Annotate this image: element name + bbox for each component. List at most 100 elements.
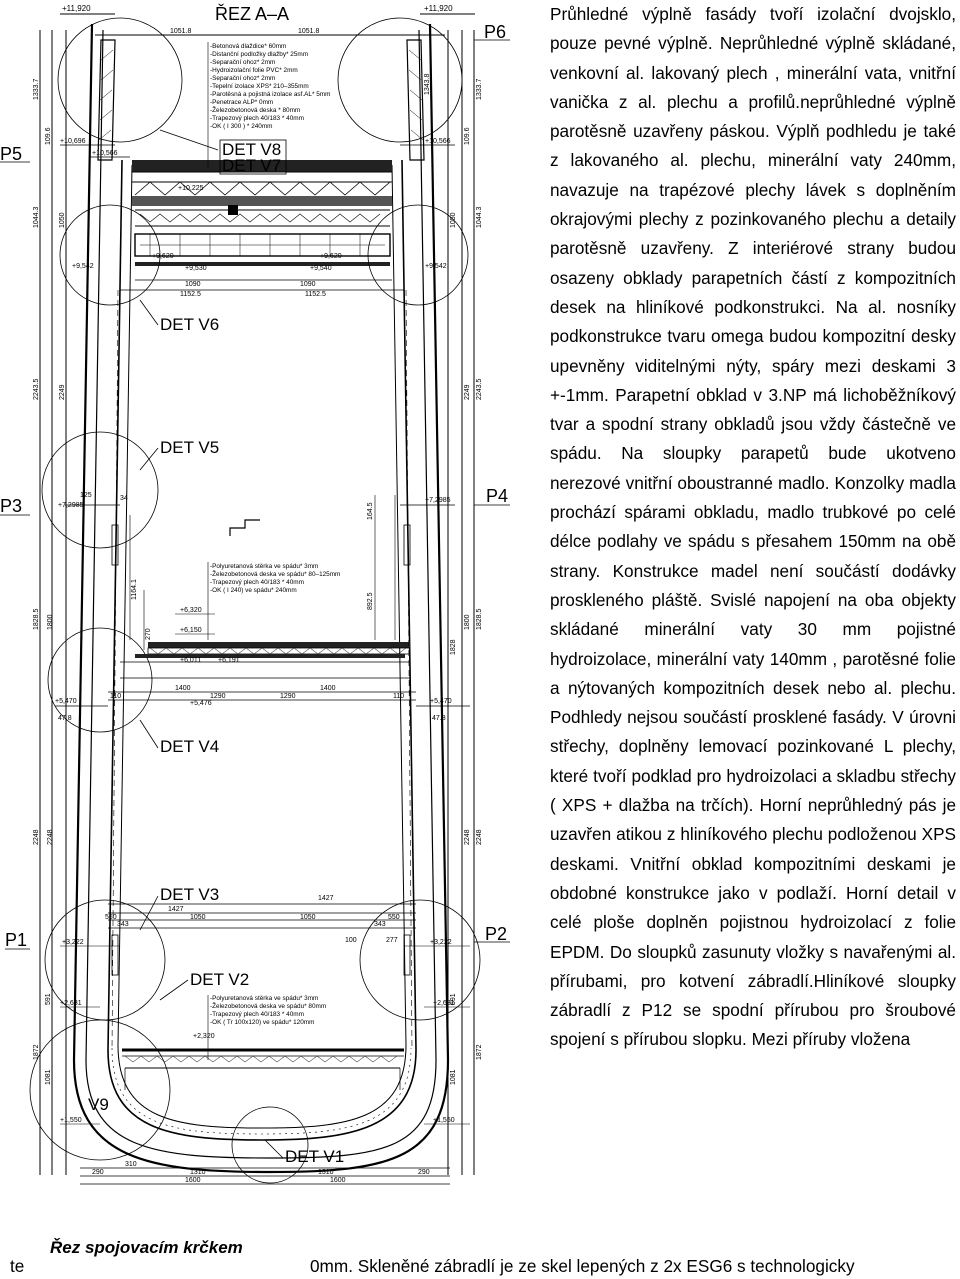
legend-line: -Tepelní izolace XPS* 210–355mm [210,83,309,90]
legend-line: -Trapezový plech 40/183 * 40mm [210,1011,304,1018]
legend-line: -Železobetonová deska ve spádu* 80–125mm [210,569,340,578]
detail-label: DET V2 [190,970,249,989]
level-label: +2,320 [193,1033,215,1040]
dimension-label: 1164.1 [131,579,138,600]
dimension-label: 1310 [318,1169,334,1176]
legend-line: -Separační ohoz* 2mm [210,75,275,82]
dimension-label: 2243.5 [476,378,483,400]
dimension-label: 2243.5 [33,378,40,400]
dimension-label: 550 [105,914,117,921]
dimension-label: 1872 [476,1044,483,1060]
dimension-label: 1152.5 [180,291,201,298]
legend-line: -Trapezový plech 40/183 * 40mm [210,115,304,122]
drawing-caption: Řez spojovacím krčkem [50,1238,243,1257]
legend-line: -Železobetonová deska * 80mm [210,105,300,114]
dimension-label: 110 [110,693,121,700]
detail-label: V9 [88,1095,109,1114]
level-label: +5,476 [190,700,212,707]
section-title: ŘEZ A–A [215,4,289,24]
point-label: P2 [485,924,507,944]
detail-label: DET V7 [222,156,281,175]
dimension-label: 2248 [47,829,54,845]
dimension-label: 1427 [168,906,184,913]
dimension-label: 591 [450,993,457,1005]
legend-line: -Polyuretanová stěrka ve spádu* 3mm [210,563,318,570]
dimension-label: 277 [386,937,398,944]
legend-line: -Hydroizolační folie PVC* 2mm [210,67,298,74]
level-label: +9,540 [310,265,332,272]
dimension-label: 1044.3 [33,206,40,228]
legend-line: -Parotěsná a pojistná izolace asf.AL* 5m… [210,91,330,98]
legend-line: -Trapezový plech 40/183 * 40mm [210,579,304,586]
dimension-label: 1050 [59,212,66,228]
level-label: +11,920 [62,4,91,13]
dimension-label: 1828.5 [33,608,40,630]
level-label: +11,920 [424,4,453,13]
dimension-label: 270 [145,628,152,640]
dimension-label: 1090 [300,281,316,288]
dimension-label: 34 [120,495,128,502]
point-label: P4 [486,486,508,506]
level-label: +9,542 [72,263,94,270]
level-label: +2,631 [433,1000,455,1007]
dimension-label: 1290 [280,693,296,700]
legend-line: -Penetrace ALP* 0mm [210,99,273,106]
dimension-label: 100 [345,937,357,944]
section-drawing: ŘEZ A–A +11,920 +11,920 1051.8 1051.8 13… [0,4,510,1185]
description-paragraph: Průhledné výplně fasády tvoří izolační d… [550,4,956,1050]
dimension-label: 1872 [33,1044,40,1060]
dimension-label: 1400 [320,685,336,692]
dimension-label: 1333.7 [476,78,483,100]
level-label: +9,542 [425,263,447,270]
dimension-label: 1427 [318,895,334,902]
legend-line: -OK ( I 300 ) * 240mm [210,123,273,130]
dimension-label: 109.6 [464,127,471,145]
legend-line: -Železobetonová deska ve spádu* 80mm [210,1001,326,1010]
level-label: +9,620 [152,253,174,260]
dimension-label: 1081 [45,1069,52,1085]
legend-line: -Distanční podložky dlažby* 25mm [210,51,308,58]
bottom-right-fragment: 0mm. Skleněné zábradlí je ze skel lepený… [310,1256,855,1276]
dimension-label: 2248 [464,829,471,845]
point-label: P6 [484,22,506,42]
level-label: +10,696 [60,138,86,145]
dimension-label: 109.6 [45,127,52,145]
dimension-label: 1081 [450,1069,457,1085]
dimension-label: 1152.5 [305,291,326,298]
point-label: P1 [5,930,27,950]
legend-line: -Betonová dlaždice* 60mm [210,43,286,50]
level-label: +3,222 [430,939,452,946]
level-label: +7,2985 [425,497,451,504]
dimension-label: 164.5 [367,502,374,520]
level-label: +5,470 [55,698,77,705]
dimension-label: 1051.8 [170,28,192,35]
detail-label: DET V5 [160,438,219,457]
legend-line: -Separační ohoz* 2mm [210,59,275,66]
dimension-label: 47.8 [58,715,72,722]
detail-label: DET V8 [222,140,281,159]
dimension-label: 1343.8 [424,73,431,95]
description-text: Průhledné výplně fasády tvoří izolační d… [550,0,956,1055]
dimension-label: 1290 [210,693,226,700]
detail-label: DET V4 [160,737,219,756]
level-label: +1,550 [60,1117,82,1124]
dimension-label: 1051.8 [298,28,320,35]
level-label: +6,011 [180,657,201,664]
bottom-text-line: te 0mm. Skleněné zábradlí je ze skel lep… [0,1254,960,1279]
detail-label: DET V3 [160,885,219,904]
dimension-label: 1828 [450,639,457,655]
detail-label: DET V1 [285,1147,344,1166]
point-label: P5 [0,144,22,164]
dimension-label: 892.5 [367,592,374,610]
dimension-label: 1050 [300,914,316,921]
level-label: +10,566 [92,150,118,157]
dimension-label: 290 [92,1169,104,1176]
detail-label: DET V6 [160,315,219,334]
dimension-label: 2249 [59,384,66,400]
dimension-label: 1333.7 [33,78,40,100]
level-label: +6,150 [180,627,202,634]
dimension-label: 1600 [330,1177,346,1184]
dimension-label: 1800 [47,614,54,630]
legend-line: -Polyuretanová stěrka ve spádu* 3mm [210,995,318,1002]
dimension-label: 1050 [190,914,206,921]
